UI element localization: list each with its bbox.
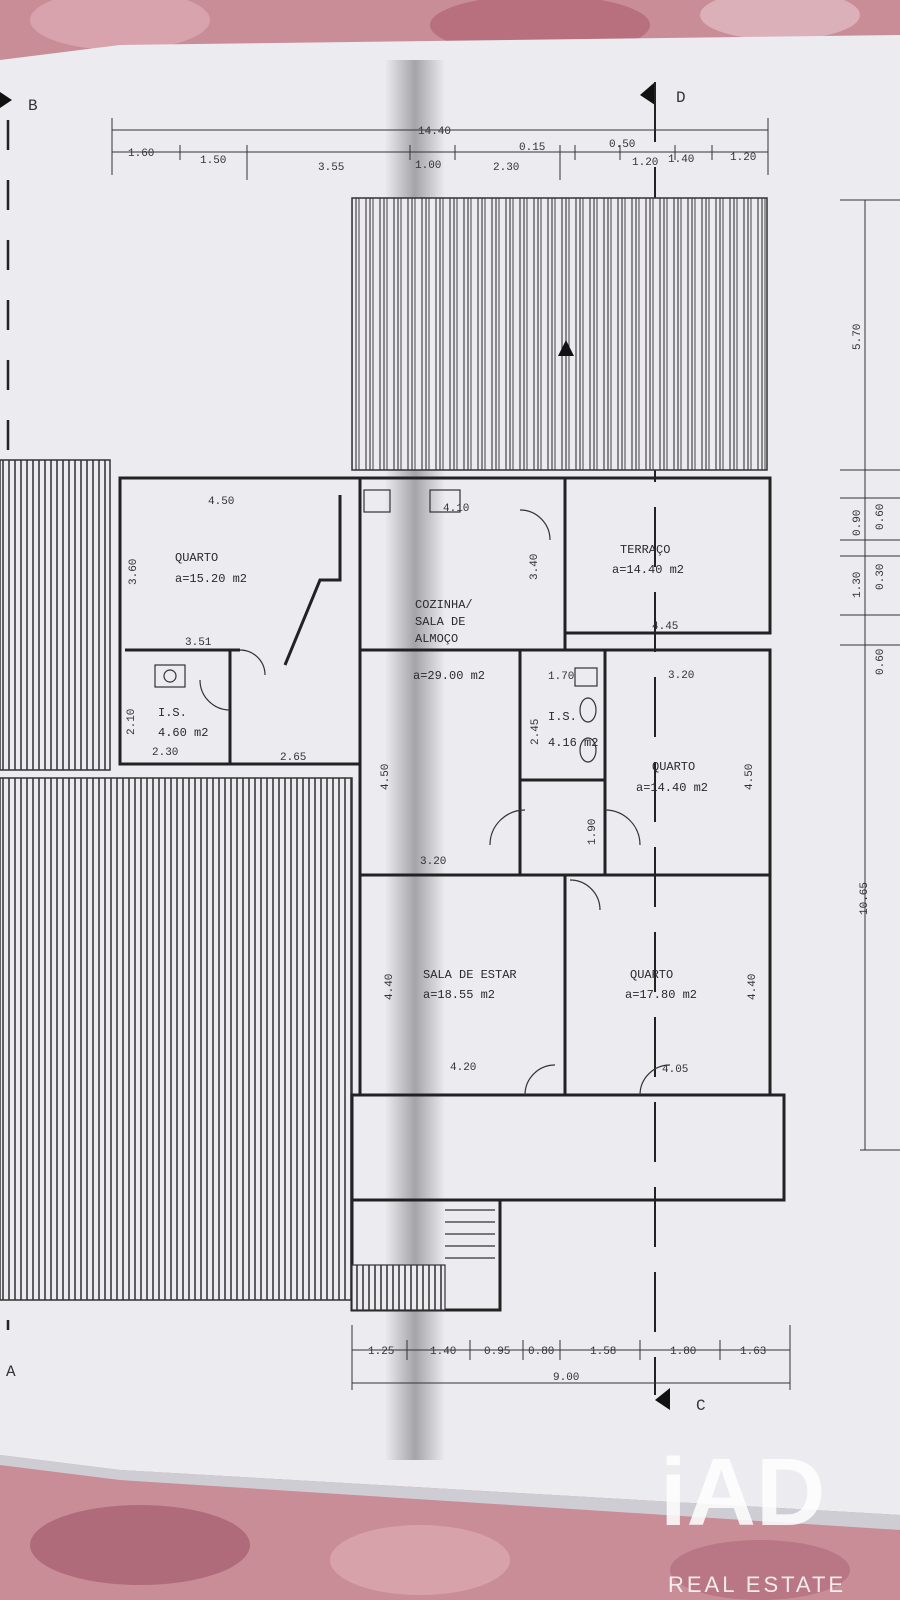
room-sala-estar-name: SALA DE ESTAR [423, 968, 517, 982]
bottom-dim-3: 0.95 [484, 1346, 510, 1358]
quarto1-dim-height: 3.60 [128, 559, 140, 585]
section-a-label: A [6, 1363, 16, 1381]
kitchen-dim-top: 4.10 [443, 503, 469, 515]
bottom-dim-2: 1.40 [430, 1346, 456, 1358]
bottom-dim-5: 1.58 [590, 1346, 616, 1358]
room-center-dim-bottom: 3.20 [420, 856, 446, 868]
stairs [351, 1209, 495, 1311]
room-quarto-3-area: a=17.80 m2 [625, 988, 697, 1002]
room-center-dim-side: 4.50 [380, 764, 392, 790]
top-dim-1: 1.60 [128, 148, 154, 160]
top-dim-4: 1.00 [415, 160, 441, 172]
right-dim-4: 0.30 [875, 564, 887, 590]
room-is-2-name: I.S. [548, 710, 577, 724]
room-quarto-2-name: QUARTO [652, 760, 695, 774]
room-terraco-area: a=14.40 m2 [612, 563, 684, 577]
room-cozinha-name-3: ALMOÇO [415, 632, 458, 646]
right-dim-2: 0.60 [875, 504, 887, 530]
quarto1-dim-bottom: 3.51 [185, 637, 212, 649]
section-marker-c: C [655, 1388, 706, 1415]
kitchen-dim-side: 3.40 [529, 554, 541, 580]
right-dim-1: 5.70 [852, 324, 864, 350]
room-quarto-2-area: a=14.40 m2 [636, 781, 708, 795]
iad-watermark-logo: iAD REAL ESTATE [660, 1439, 846, 1597]
door-swings [199, 509, 671, 1096]
bottom-dim-7: 1.63 [740, 1346, 766, 1358]
hall2-dim-side: 1.90 [587, 819, 599, 845]
building-walls [118, 476, 786, 1312]
top-dim-7: 0.50 [609, 139, 635, 151]
sala-dim-bottom: 4.20 [450, 1062, 476, 1074]
bottom-dim-4: 0.80 [528, 1346, 554, 1358]
quarto3-dim-side: 4.40 [747, 974, 759, 1000]
bathroom-fixtures [154, 489, 598, 763]
sala-dim-side: 4.40 [384, 974, 396, 1000]
bottom-dim-6: 1.80 [670, 1346, 696, 1358]
bottom-total-dimension: 9.00 [553, 1372, 579, 1384]
bottom-dim-1: 1.25 [368, 1346, 394, 1358]
hall-dim-bottom: 2.65 [280, 752, 306, 764]
room-cozinha-name-2: SALA DE [415, 615, 465, 629]
is1-dim-bottom: 2.30 [152, 747, 178, 759]
top-dim-5: 2.30 [493, 162, 519, 174]
roof-hatch-left-upper [0, 459, 111, 771]
up-arrow [558, 340, 574, 356]
watermark-logo-text: iAD [660, 1439, 825, 1546]
right-dimension-chain [840, 199, 900, 1151]
room-is-2-area: 4.16 m2 [548, 736, 598, 750]
room-quarto-1-area: a=15.20 m2 [175, 572, 247, 586]
top-dim-6: 0.15 [519, 142, 545, 154]
watermark-tagline: REAL ESTATE [668, 1572, 846, 1597]
is1-dim-side: 2.10 [126, 709, 138, 735]
quarto2-dim-side: 4.50 [744, 764, 756, 790]
top-dim-8: 1.20 [632, 157, 658, 169]
top-dim-10: 1.20 [730, 152, 756, 164]
is2-dim-top: 1.70 [548, 671, 574, 683]
terrace-dim-bottom: 4.45 [652, 621, 678, 633]
top-total-dimension: 14.40 [418, 126, 451, 138]
roof-hatch-left-lower [0, 777, 353, 1301]
bottom-dimension-chain [351, 1325, 791, 1390]
room-cozinha-area: a=29.00 m2 [413, 669, 485, 683]
right-dim-7: 10.65 [859, 882, 871, 915]
top-dim-9: 1.40 [668, 154, 694, 166]
right-dim-5: 1.30 [852, 572, 864, 598]
room-terraco-name: TERRAÇO [620, 543, 670, 557]
section-d-label: D [676, 89, 686, 107]
top-dim-3: 3.55 [318, 162, 344, 174]
quarto1-dim-width: 4.50 [208, 496, 234, 508]
section-b-label: B [28, 97, 38, 115]
right-dim-6: 0.60 [875, 649, 887, 675]
top-dim-2: 1.50 [200, 155, 226, 167]
room-quarto-1-name: QUARTO [175, 551, 218, 565]
quarto2-dim-top: 3.20 [668, 670, 694, 682]
quarto3-dim-bottom: 4.05 [662, 1064, 688, 1076]
room-quarto-3-name: QUARTO [630, 968, 673, 982]
room-sala-estar-area: a=18.55 m2 [423, 988, 495, 1002]
section-marker-a: A [6, 1363, 16, 1381]
roof-hatch-upper [351, 197, 768, 471]
room-cozinha-name: COZINHA/ [415, 598, 473, 612]
section-c-label: C [696, 1397, 706, 1415]
paper-shadow-edge [0, 1455, 900, 1530]
is2-dim-side: 2.45 [530, 719, 542, 745]
room-is-1-name: I.S. [158, 706, 187, 720]
right-dim-3: 0.90 [852, 510, 864, 536]
top-dimension-chain [111, 118, 769, 180]
room-is-1-area: 4.60 m2 [158, 726, 208, 740]
